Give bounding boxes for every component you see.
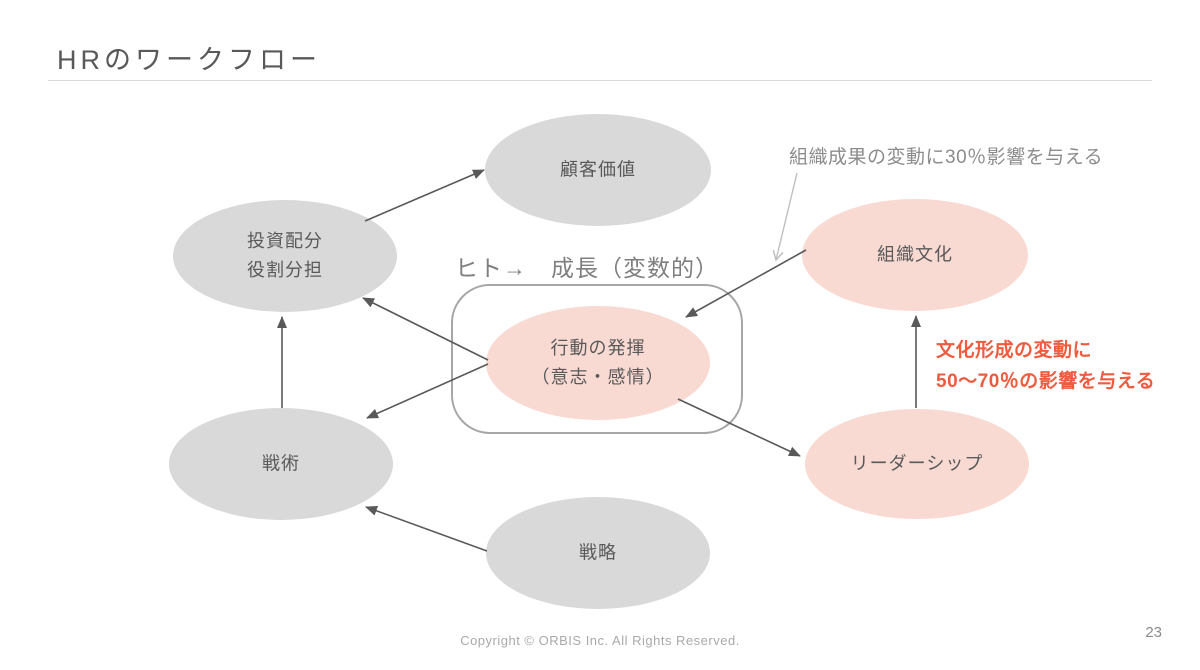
org-impact-annotation: 組織成果の変動に30％影響を与える (789, 147, 1104, 168)
behavior-label-line2: （意志・感情） (531, 367, 665, 387)
culture-impact-line2: 50～70％の影響を与える (936, 371, 1156, 392)
behavior-node (486, 306, 710, 420)
arrow-behavior-to-investment (362, 297, 489, 361)
investment-label-line2: 役割分担 (247, 260, 323, 280)
growth-caption: ヒト→ 成長（変数的） (455, 255, 719, 281)
org-culture-label: 組織文化 (877, 244, 953, 265)
investment-label: 投資配分 役割分担 (247, 227, 323, 285)
leadership-label: リーダーシップ (850, 453, 984, 474)
org-culture-node (802, 199, 1028, 311)
arrow-org-culture-to-behavior (685, 249, 807, 318)
page-title: HRのワークフロー (57, 45, 321, 75)
title-divider (48, 80, 1152, 81)
page-number: 23 (1145, 624, 1162, 641)
behavior-label: 行動の発揮 （意志・感情） (532, 334, 665, 392)
tactics-label: 戦術 (262, 453, 300, 474)
arrow-behavior-to-tactics (366, 363, 489, 419)
growth-frame (451, 284, 743, 434)
arrow-behavior-to-leadership (677, 398, 801, 457)
tactics-node (169, 408, 393, 520)
culture-impact-line1: 文化形成の変動に (936, 340, 1093, 361)
callout-arrow-org-impact (772, 172, 798, 262)
customer-value-node (485, 114, 711, 226)
investment-label-line1: 投資配分 (247, 231, 323, 251)
arrow-strategy-to-tactics (365, 506, 488, 552)
copyright-footer: Copyright © ORBIS Inc. All Rights Reserv… (460, 633, 740, 648)
strategy-node (486, 497, 710, 609)
arrow-investment-to-customer-value (364, 169, 485, 222)
culture-impact-annotation: 文化形成の変動に 50～70％の影響を与える (936, 335, 1155, 397)
strategy-label: 戦略 (579, 542, 617, 563)
customer-value-label: 顧客価値 (560, 159, 636, 180)
investment-node (173, 200, 397, 312)
leadership-node (805, 409, 1029, 519)
behavior-label-line1: 行動の発揮 (550, 338, 646, 358)
